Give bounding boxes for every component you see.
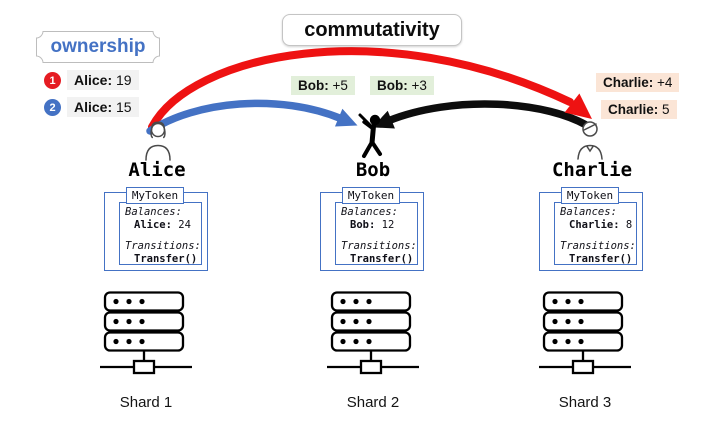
legend-badge-1: 1 bbox=[44, 72, 61, 89]
plaque-shape bbox=[36, 31, 160, 63]
transfer-label-charlie-5: Charlie: 5 bbox=[601, 100, 677, 119]
transitions-label: Transitions: bbox=[341, 240, 417, 252]
actor-name-bob: Bob bbox=[355, 159, 391, 181]
legend-item-2-name: Alice: bbox=[74, 99, 113, 115]
balance-line: Alice: 24 bbox=[125, 219, 201, 232]
alice-user-icon bbox=[139, 119, 177, 161]
legend-item-1-value: 19 bbox=[116, 72, 132, 88]
balance-value: 8 bbox=[625, 218, 633, 231]
shard-label-1: Shard 1 bbox=[119, 394, 173, 411]
balances-label: Balances: bbox=[560, 206, 617, 218]
shard-label-3: Shard 3 bbox=[558, 394, 612, 411]
server-stack-icon-shard2 bbox=[326, 291, 420, 375]
balance-line: Charlie: 8 bbox=[560, 219, 636, 232]
balance-line: Bob: 12 bbox=[341, 219, 417, 232]
transfer-label-name: Charlie: bbox=[608, 102, 659, 117]
bob-user-icon bbox=[351, 112, 393, 160]
balance-value: 24 bbox=[178, 218, 191, 231]
balances-label: Balances: bbox=[341, 206, 398, 218]
transfer-label-value: +5 bbox=[332, 78, 348, 93]
commutativity-title: commutativity bbox=[282, 14, 462, 46]
balance-name: Alice: bbox=[134, 218, 172, 231]
transfer-label-charlie-plus4: Charlie: +4 bbox=[596, 73, 680, 92]
actor-name-charlie: Charlie bbox=[551, 159, 633, 181]
balance-name: Bob: bbox=[350, 218, 376, 231]
contract-title-tab: MyToken bbox=[342, 187, 400, 204]
transfer-label-name: Bob: bbox=[377, 78, 408, 93]
contract-card-bob: MyToken Balances: Bob: 12 Transitions: T… bbox=[318, 187, 428, 275]
contract-body: Balances: Charlie: 8 Transitions: Transf… bbox=[554, 202, 637, 265]
transfer-label-bob-plus3: Bob: +3 bbox=[370, 76, 434, 95]
legend-item-alice-19: Alice: 19 bbox=[67, 70, 139, 90]
actor-name-alice: Alice bbox=[128, 159, 186, 181]
contract-body: Balances: Bob: 12 Transitions: Transfer(… bbox=[335, 202, 418, 265]
transitions-label: Transitions: bbox=[560, 240, 636, 252]
transfer-label-value: +4 bbox=[657, 75, 673, 90]
contract-card-alice: MyToken Balances: Alice: 24 Transitions:… bbox=[102, 187, 212, 275]
legend-item-alice-15: Alice: 15 bbox=[67, 97, 139, 117]
shard-label-2: Shard 2 bbox=[346, 394, 400, 411]
transfer-label-value: 5 bbox=[662, 102, 670, 117]
transition-fn: Transfer() bbox=[350, 252, 414, 265]
transition-fn: Transfer() bbox=[134, 252, 198, 265]
blue-transfer-arrow bbox=[146, 99, 358, 135]
contract-title-tab: MyToken bbox=[126, 187, 184, 204]
contract-title-tab: MyToken bbox=[561, 187, 619, 204]
ownership-callout: ownership bbox=[36, 31, 160, 63]
legend-item-2-value: 15 bbox=[116, 99, 132, 115]
balances-label: Balances: bbox=[125, 206, 182, 218]
legend-badge-2: 2 bbox=[44, 99, 61, 116]
contract-card-charlie: MyToken Balances: Charlie: 8 Transitions… bbox=[537, 187, 647, 275]
legend-item-1-name: Alice: bbox=[74, 72, 113, 88]
red-arrowhead-icon bbox=[564, 93, 592, 119]
black-transfer-arrow bbox=[372, 100, 595, 132]
charlie-user-icon bbox=[570, 118, 610, 160]
ownership-title: ownership bbox=[50, 36, 146, 57]
transfer-label-bob-plus5: Bob: +5 bbox=[291, 76, 355, 95]
transfer-label-name: Bob: bbox=[298, 78, 329, 93]
transfer-label-name: Charlie: bbox=[603, 75, 654, 90]
transfer-label-value: +3 bbox=[411, 78, 427, 93]
transition-fn: Transfer() bbox=[569, 252, 633, 265]
balance-value: 12 bbox=[381, 218, 395, 231]
transitions-label: Transitions: bbox=[125, 240, 201, 252]
server-stack-icon-shard1 bbox=[99, 291, 193, 375]
contract-body: Balances: Alice: 24 Transitions: Transfe… bbox=[119, 202, 202, 265]
server-stack-icon-shard3 bbox=[538, 291, 632, 375]
red-transfer-arrow bbox=[148, 47, 574, 131]
balance-name: Charlie: bbox=[569, 218, 620, 231]
